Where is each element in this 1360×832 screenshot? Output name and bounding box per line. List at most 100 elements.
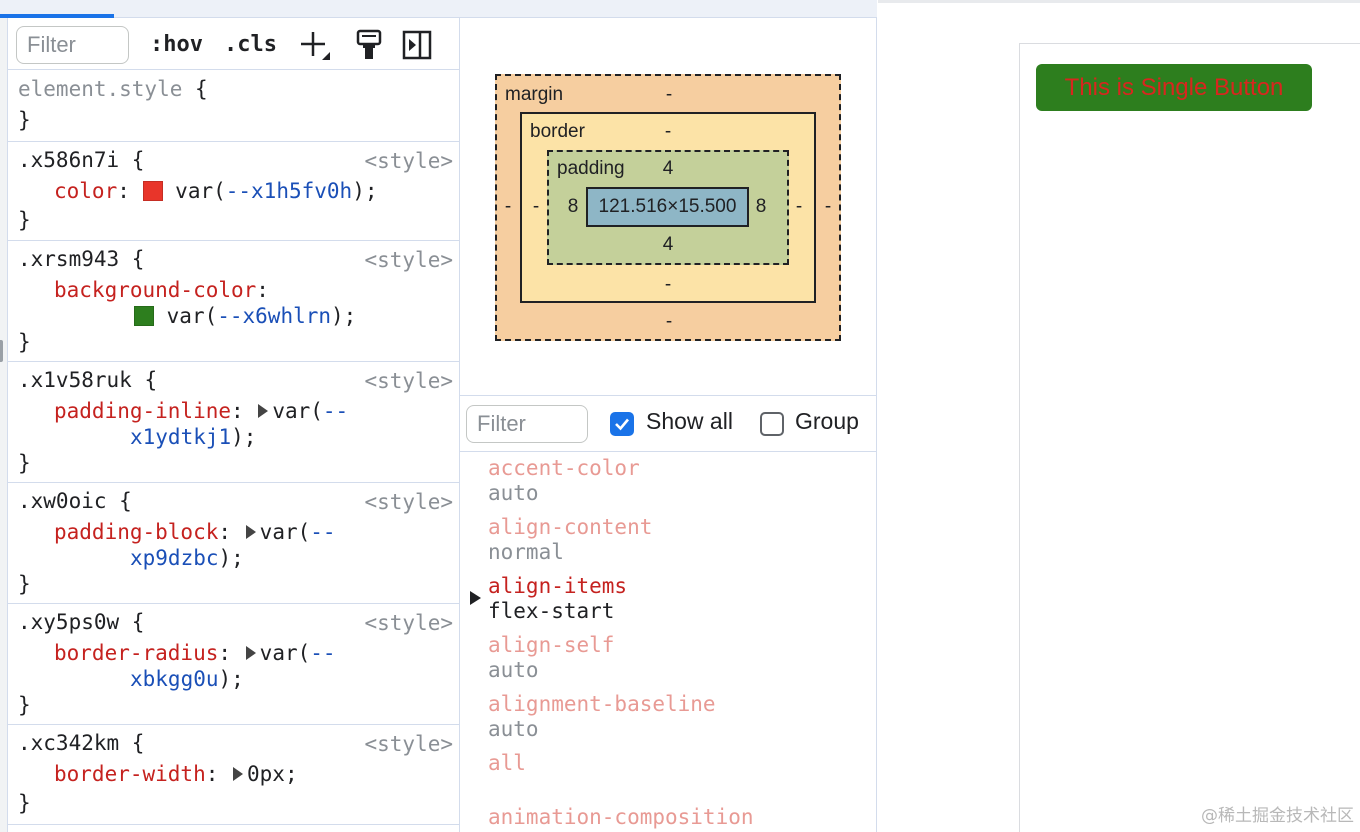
computed-property[interactable]: animation-composition bbox=[488, 805, 868, 830]
padding-right-value[interactable]: 8 bbox=[755, 196, 767, 217]
value-prefix: var( bbox=[259, 520, 311, 544]
rule-selector[interactable]: .x586n7i bbox=[18, 148, 120, 172]
property-value[interactable]: 0px; bbox=[247, 762, 298, 786]
property-name[interactable]: background-color bbox=[54, 278, 257, 302]
value-suffix: ); bbox=[231, 425, 257, 449]
border-right-value[interactable]: - bbox=[795, 196, 803, 217]
rule-source-link[interactable]: <style> bbox=[364, 149, 453, 173]
computed-property-value: auto bbox=[488, 717, 539, 741]
rule-close-brace: } bbox=[18, 208, 31, 232]
value-suffix: ); bbox=[218, 546, 244, 570]
group-checkbox[interactable] bbox=[760, 412, 784, 436]
resize-handle[interactable] bbox=[0, 340, 3, 362]
margin-left-value[interactable]: - bbox=[504, 196, 512, 217]
color-swatch[interactable] bbox=[134, 306, 154, 326]
new-rule-icon[interactable] bbox=[298, 28, 330, 62]
styles-filter-input[interactable] bbox=[16, 26, 129, 64]
css-variable-link[interactable]: -- bbox=[310, 641, 336, 665]
computed-property-value: auto bbox=[488, 481, 539, 505]
rule-selector[interactable]: .x1v58ruk bbox=[18, 368, 132, 392]
computed-toolbar: Show all Group bbox=[460, 397, 876, 452]
property-name[interactable]: padding-block bbox=[54, 520, 219, 544]
rule-close-brace: } bbox=[18, 330, 31, 354]
hov-button[interactable]: :hov bbox=[150, 32, 203, 57]
paint-brush-icon[interactable] bbox=[354, 28, 386, 62]
show-all-checkbox[interactable] bbox=[610, 412, 634, 436]
rule-source-link[interactable]: <style> bbox=[364, 611, 453, 635]
border-left-value[interactable]: - bbox=[532, 196, 540, 217]
rule-open-brace: { bbox=[106, 489, 132, 513]
rule-selector[interactable]: .xc342km bbox=[18, 731, 120, 755]
expand-triangle-icon[interactable] bbox=[470, 591, 481, 605]
rule-selector[interactable]: .xrsm943 bbox=[18, 247, 120, 271]
margin-top-value[interactable]: - bbox=[665, 84, 673, 105]
box-model-content[interactable]: 121.516×15.500 bbox=[586, 187, 749, 227]
tab-styles-active-indicator[interactable] bbox=[0, 14, 114, 18]
checkmark-icon bbox=[615, 418, 629, 431]
computed-property-name: align-self bbox=[488, 633, 615, 657]
expand-triangle-icon[interactable] bbox=[245, 646, 256, 660]
property-name[interactable]: border-width bbox=[54, 762, 206, 786]
css-variable-link[interactable]: --x6whlrn bbox=[217, 304, 332, 328]
show-all-label[interactable]: Show all bbox=[646, 408, 733, 434]
property-name[interactable]: border-radius bbox=[54, 641, 219, 665]
rule-open-brace: { bbox=[182, 77, 208, 101]
css-variable-link[interactable]: --x1h5fv0h bbox=[225, 179, 353, 203]
value-prefix: var( bbox=[166, 304, 218, 328]
group-label[interactable]: Group bbox=[795, 408, 859, 434]
expand-triangle-icon[interactable] bbox=[258, 404, 269, 418]
style-rule: .xw0oic { <style> padding-block: var(-- … bbox=[8, 483, 459, 604]
rule-source-link[interactable]: <style> bbox=[364, 490, 453, 514]
border-top-value[interactable]: - bbox=[664, 121, 672, 142]
computed-property-value: normal bbox=[488, 540, 564, 564]
styles-toolbar: :hov .cls bbox=[8, 18, 459, 70]
computed-filter-input[interactable] bbox=[466, 405, 588, 443]
rule-open-brace: { bbox=[119, 610, 145, 634]
computed-property[interactable]: alignment-baseline auto bbox=[488, 692, 868, 742]
expand-triangle-icon[interactable] bbox=[245, 525, 256, 539]
computed-property-name: alignment-baseline bbox=[488, 692, 716, 716]
computed-property-value: flex-start bbox=[488, 599, 615, 623]
computed-property[interactable]: align-items flex-start bbox=[488, 574, 868, 624]
rule-selector[interactable]: element.style bbox=[18, 77, 183, 101]
css-variable-link[interactable]: -- bbox=[310, 520, 336, 544]
margin-right-value[interactable]: - bbox=[824, 196, 832, 217]
cls-button[interactable]: .cls bbox=[224, 32, 277, 57]
property-name[interactable]: color bbox=[54, 179, 118, 203]
expand-triangle-icon[interactable] bbox=[233, 767, 244, 781]
computed-property[interactable]: all bbox=[488, 751, 868, 776]
rule-open-brace: { bbox=[131, 368, 158, 392]
computed-pane: margin - - - - border - - - - padding 4 … bbox=[460, 18, 877, 832]
rule-source-link[interactable]: <style> bbox=[364, 369, 453, 393]
color-swatch[interactable] bbox=[142, 181, 163, 201]
padding-top-value[interactable]: 4 bbox=[662, 158, 674, 179]
panel-tab-bar bbox=[0, 0, 877, 18]
computed-property-name: animation-composition bbox=[488, 805, 754, 829]
style-rule: .x586n7i { <style> color: var(--x1h5fv0h… bbox=[8, 142, 459, 241]
css-variable-link[interactable]: xp9dzbc bbox=[130, 546, 219, 570]
single-button[interactable]: This is Single Button bbox=[1036, 64, 1312, 111]
value-suffix: ); bbox=[352, 179, 378, 203]
margin-bottom-value[interactable]: - bbox=[665, 311, 673, 332]
rule-selector[interactable]: .xw0oic bbox=[18, 489, 107, 513]
rule-selector[interactable]: .xy5ps0w bbox=[18, 610, 120, 634]
css-variable-link[interactable]: -- bbox=[322, 399, 349, 423]
computed-property[interactable]: accent-color auto bbox=[488, 456, 868, 506]
rule-open-brace: { bbox=[119, 247, 145, 271]
rule-source-link[interactable]: <style> bbox=[364, 248, 453, 272]
padding-bottom-value[interactable]: 4 bbox=[662, 234, 674, 255]
computed-property[interactable]: align-content normal bbox=[488, 515, 868, 565]
property-name[interactable]: padding-inline bbox=[54, 399, 232, 423]
computed-property-name: align-content bbox=[488, 515, 653, 539]
rule-close-brace: } bbox=[18, 572, 31, 596]
rule-source-link[interactable]: <style> bbox=[364, 732, 453, 756]
border-bottom-value[interactable]: - bbox=[664, 274, 672, 295]
padding-left-value[interactable]: 8 bbox=[567, 196, 579, 217]
padding-label: padding bbox=[557, 158, 625, 179]
css-variable-link[interactable]: x1ydtkj1 bbox=[130, 425, 232, 449]
rule-open-brace: { bbox=[119, 148, 145, 172]
css-variable-link[interactable]: xbkgg0u bbox=[130, 667, 219, 691]
computed-property[interactable]: align-self auto bbox=[488, 633, 868, 683]
value-prefix: var( bbox=[175, 179, 226, 203]
toggle-sidebar-icon[interactable] bbox=[402, 28, 434, 62]
